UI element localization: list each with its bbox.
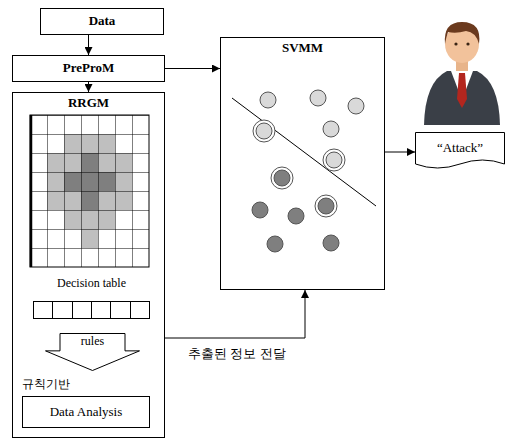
input-box: Data (40, 8, 164, 35)
connector-arrow (88, 35, 89, 55)
connector-arrow (165, 290, 305, 338)
node-text: PreProM (63, 61, 115, 76)
table-row (33, 301, 150, 319)
node-text: “Attack” (437, 141, 483, 156)
node-text: rules (81, 335, 104, 349)
connector-arrow (385, 152, 415, 153)
node-text: Decision table (57, 277, 126, 291)
decision-table: Decision table (33, 277, 150, 325)
table-cell (130, 301, 150, 319)
process-box: PreProM (12, 55, 165, 82)
module-box: SVMM (220, 37, 385, 290)
grid (30, 115, 149, 267)
table-cell (33, 301, 53, 319)
block-arrow: rules (45, 333, 140, 371)
table-cell (52, 301, 72, 319)
output-document: “Attack” (415, 132, 505, 172)
node-text: Data Analysis (50, 405, 123, 420)
edge-label: 추출된 정보 전달 (187, 345, 287, 363)
person-icon (424, 22, 500, 125)
table-cell (110, 301, 130, 319)
table-cell (72, 301, 92, 319)
connector-arrow (88, 82, 89, 92)
table-cell (91, 301, 111, 319)
svm-plot (232, 90, 376, 252)
note-label: 규칙기반 (22, 376, 70, 393)
module-title: SVMM (282, 41, 323, 56)
connector-arrow (165, 68, 220, 69)
node-text: Data (89, 14, 116, 29)
module-title: RRGM (68, 96, 109, 111)
process-box: Data Analysis (22, 396, 150, 428)
